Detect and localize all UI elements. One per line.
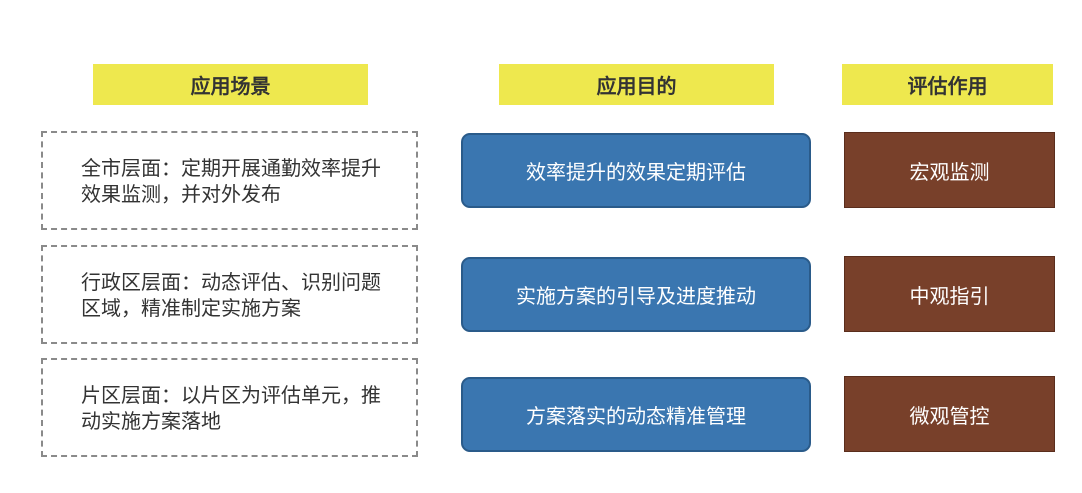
scenario-box-area-level: 片区层面：以片区为评估单元，推动实施方案落地 [41,358,418,457]
purpose-box-implementation-guidance: 实施方案的引导及进度推动 [461,257,811,332]
effect-box-meso-guidance: 中观指引 [844,256,1055,332]
scenario-text: 全市层面：定期开展通勤效率提升效果监测，并对外发布 [81,155,381,206]
scenario-box-city-level: 全市层面：定期开展通勤效率提升效果监测，并对外发布 [41,131,418,230]
header-application-scenario: 应用场景 [93,64,368,105]
scenario-box-district-level: 行政区层面：动态评估、识别问题区域，精准制定实施方案 [41,245,418,344]
header-evaluation-role: 评估作用 [842,64,1053,105]
effect-box-macro-monitoring: 宏观监测 [844,132,1055,208]
scenario-text: 行政区层面：动态评估、识别问题区域，精准制定实施方案 [81,269,381,320]
purpose-box-dynamic-management: 方案落实的动态精准管理 [461,377,811,452]
purpose-box-efficiency-evaluation: 效率提升的效果定期评估 [461,133,811,208]
effect-box-micro-control: 微观管控 [844,376,1055,452]
header-application-purpose: 应用目的 [499,64,774,105]
scenario-text: 片区层面：以片区为评估单元，推动实施方案落地 [81,382,381,433]
